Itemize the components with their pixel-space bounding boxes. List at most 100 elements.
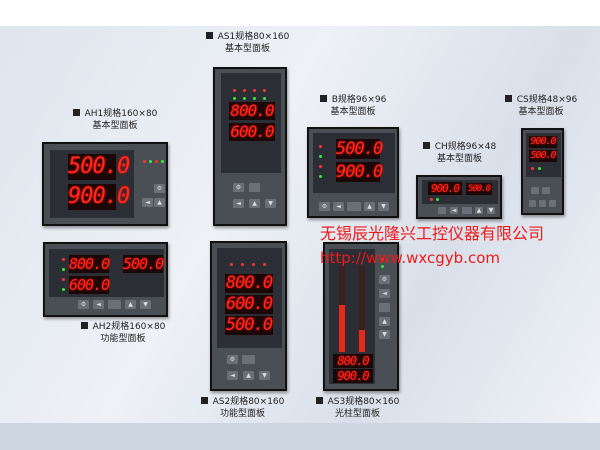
mode-button[interactable] <box>542 187 550 194</box>
led-indicator <box>253 89 256 92</box>
down-arrow-button[interactable]: ▼ <box>140 300 151 309</box>
set-button[interactable]: ⚙ <box>319 202 330 211</box>
down-arrow-button[interactable]: ▼ <box>379 330 390 339</box>
left-arrow-button[interactable]: ◄ <box>333 202 344 211</box>
led-indicator <box>233 97 236 100</box>
up-arrow-button[interactable]: ▲ <box>243 371 254 380</box>
display-pv: 500.0 <box>68 154 130 180</box>
down-arrow-button[interactable] <box>549 200 556 207</box>
label-as1: AS1规格80×160 基本型面板 <box>195 31 300 55</box>
up-arrow-button[interactable]: ▲ <box>249 199 260 208</box>
left-arrow-button[interactable]: ◄ <box>142 198 153 207</box>
mode-button[interactable] <box>379 303 390 312</box>
led-indicator <box>243 89 246 92</box>
led-indicator <box>143 160 146 163</box>
set-button[interactable] <box>438 207 446 214</box>
label-as2: AS2规格80×160 功能型面板 <box>190 396 295 420</box>
led-indicator <box>430 198 433 201</box>
label-line2: 基本型面板 <box>518 107 564 117</box>
set-button[interactable] <box>531 187 539 194</box>
up-arrow-button[interactable]: ▲ <box>125 300 136 309</box>
set-button[interactable]: ⚙ <box>379 275 390 284</box>
mode-button[interactable] <box>242 355 255 364</box>
label-as3: AS3规格80×160 光柱型面板 <box>305 396 410 420</box>
led-indicator <box>252 263 255 266</box>
display-pv: 800.0 <box>229 101 275 120</box>
down-arrow-button[interactable]: ▼ <box>259 371 270 380</box>
led-indicator <box>155 160 158 163</box>
label-line2: 基本型面板 <box>92 121 138 131</box>
left-arrow-button[interactable]: ◄ <box>93 300 104 309</box>
meter-cs: 900.0 500.0 <box>521 128 564 215</box>
display-sv: 600.0 <box>225 294 273 314</box>
meter-b: 500.0 900.0 ⚙ ◄ ▲ ▼ <box>307 127 399 218</box>
led-indicator <box>230 263 233 266</box>
label-line2: 光柱型面板 <box>334 409 380 419</box>
led-indicator <box>62 288 65 291</box>
up-arrow-button[interactable]: ▲ <box>364 202 375 211</box>
label-line1: CS规格48×96 <box>516 95 578 105</box>
label-line2: 功能型面板 <box>219 409 265 419</box>
led-indicator <box>62 278 65 281</box>
left-arrow-button[interactable]: ◄ <box>233 199 244 208</box>
bargraph-2-fill <box>359 330 365 352</box>
down-arrow-button[interactable]: ▼ <box>265 199 276 208</box>
led-indicator <box>319 155 322 158</box>
label-line1: AS2规格80×160 <box>212 397 285 407</box>
display-pv: 500.0 <box>336 139 383 159</box>
mode-button[interactable] <box>108 300 121 309</box>
display-sv: 600.0 <box>229 122 275 141</box>
label-line1: CH规格96×48 <box>434 142 497 152</box>
led-indicator <box>263 89 266 92</box>
led-indicator <box>263 97 266 100</box>
set-button[interactable]: ⚙ <box>233 183 244 192</box>
label-line1: AH2规格160×80 <box>92 322 166 332</box>
led-indicator <box>62 268 65 271</box>
led-indicator <box>62 258 65 261</box>
left-arrow-button[interactable] <box>529 200 536 207</box>
display-out: 500.0 <box>225 315 273 335</box>
set-button[interactable]: ⚙ <box>78 300 89 309</box>
label-line1: AS3规格80×160 <box>327 397 400 407</box>
up-arrow-button[interactable] <box>539 200 546 207</box>
label-line1: AS1规格80×160 <box>217 32 290 42</box>
website-url[interactable]: http://www.wxcgyb.com <box>320 249 500 267</box>
led-indicator <box>381 265 384 268</box>
down-arrow-button[interactable]: ▼ <box>378 202 389 211</box>
label-ah1: AH1规格160×80 基本型面板 <box>60 108 170 132</box>
display-pv: 800.0 <box>333 354 373 368</box>
meter-as2: 800.0 600.0 500.0 ⚙ ◄ ▲ ▼ <box>210 241 287 391</box>
label-cs: CS规格48×96 基本型面板 <box>496 94 586 118</box>
display-sv: 500.0 <box>123 255 164 273</box>
led-indicator <box>161 160 164 163</box>
led-indicator <box>243 97 246 100</box>
led-indicator <box>319 165 322 168</box>
mode-button[interactable] <box>249 183 260 192</box>
label-line2: 基本型面板 <box>224 44 270 54</box>
up-arrow-button[interactable]: ▲ <box>379 317 390 326</box>
bargraph-1-fill <box>339 305 345 352</box>
display-sv: 900.0 <box>68 184 130 210</box>
meter-as3: 800.0 900.0 ⚙ ◄ ▲ ▼ <box>323 242 399 391</box>
label-line1: AH1规格160×80 <box>84 109 158 119</box>
left-arrow-button[interactable]: ◄ <box>227 371 238 380</box>
mode-button[interactable] <box>347 202 361 211</box>
display-pv: 800.0 <box>69 255 110 273</box>
up-arrow-button[interactable]: ▲ <box>154 198 165 207</box>
meter-ch: 900.0 500.0 ◄ ▲ ▼ <box>416 175 502 219</box>
display-sv: 500.0 <box>466 183 492 195</box>
label-line1: B规格96×96 <box>331 95 387 105</box>
display-sv: 900.0 <box>333 369 373 383</box>
up-arrow-button[interactable]: ▲ <box>475 207 483 214</box>
down-arrow-button[interactable]: ▼ <box>487 207 495 214</box>
left-arrow-button[interactable]: ◄ <box>450 207 458 214</box>
bargraph-2-track <box>359 266 365 352</box>
set-button[interactable]: ⚙ <box>227 355 238 364</box>
left-arrow-button[interactable]: ◄ <box>379 289 390 298</box>
display-pv: 800.0 <box>225 273 273 293</box>
bottom-band <box>0 423 600 450</box>
mode-button[interactable] <box>462 207 472 214</box>
set-button[interactable]: ⚙ <box>154 184 165 193</box>
display-pv: 900.0 <box>428 182 462 195</box>
